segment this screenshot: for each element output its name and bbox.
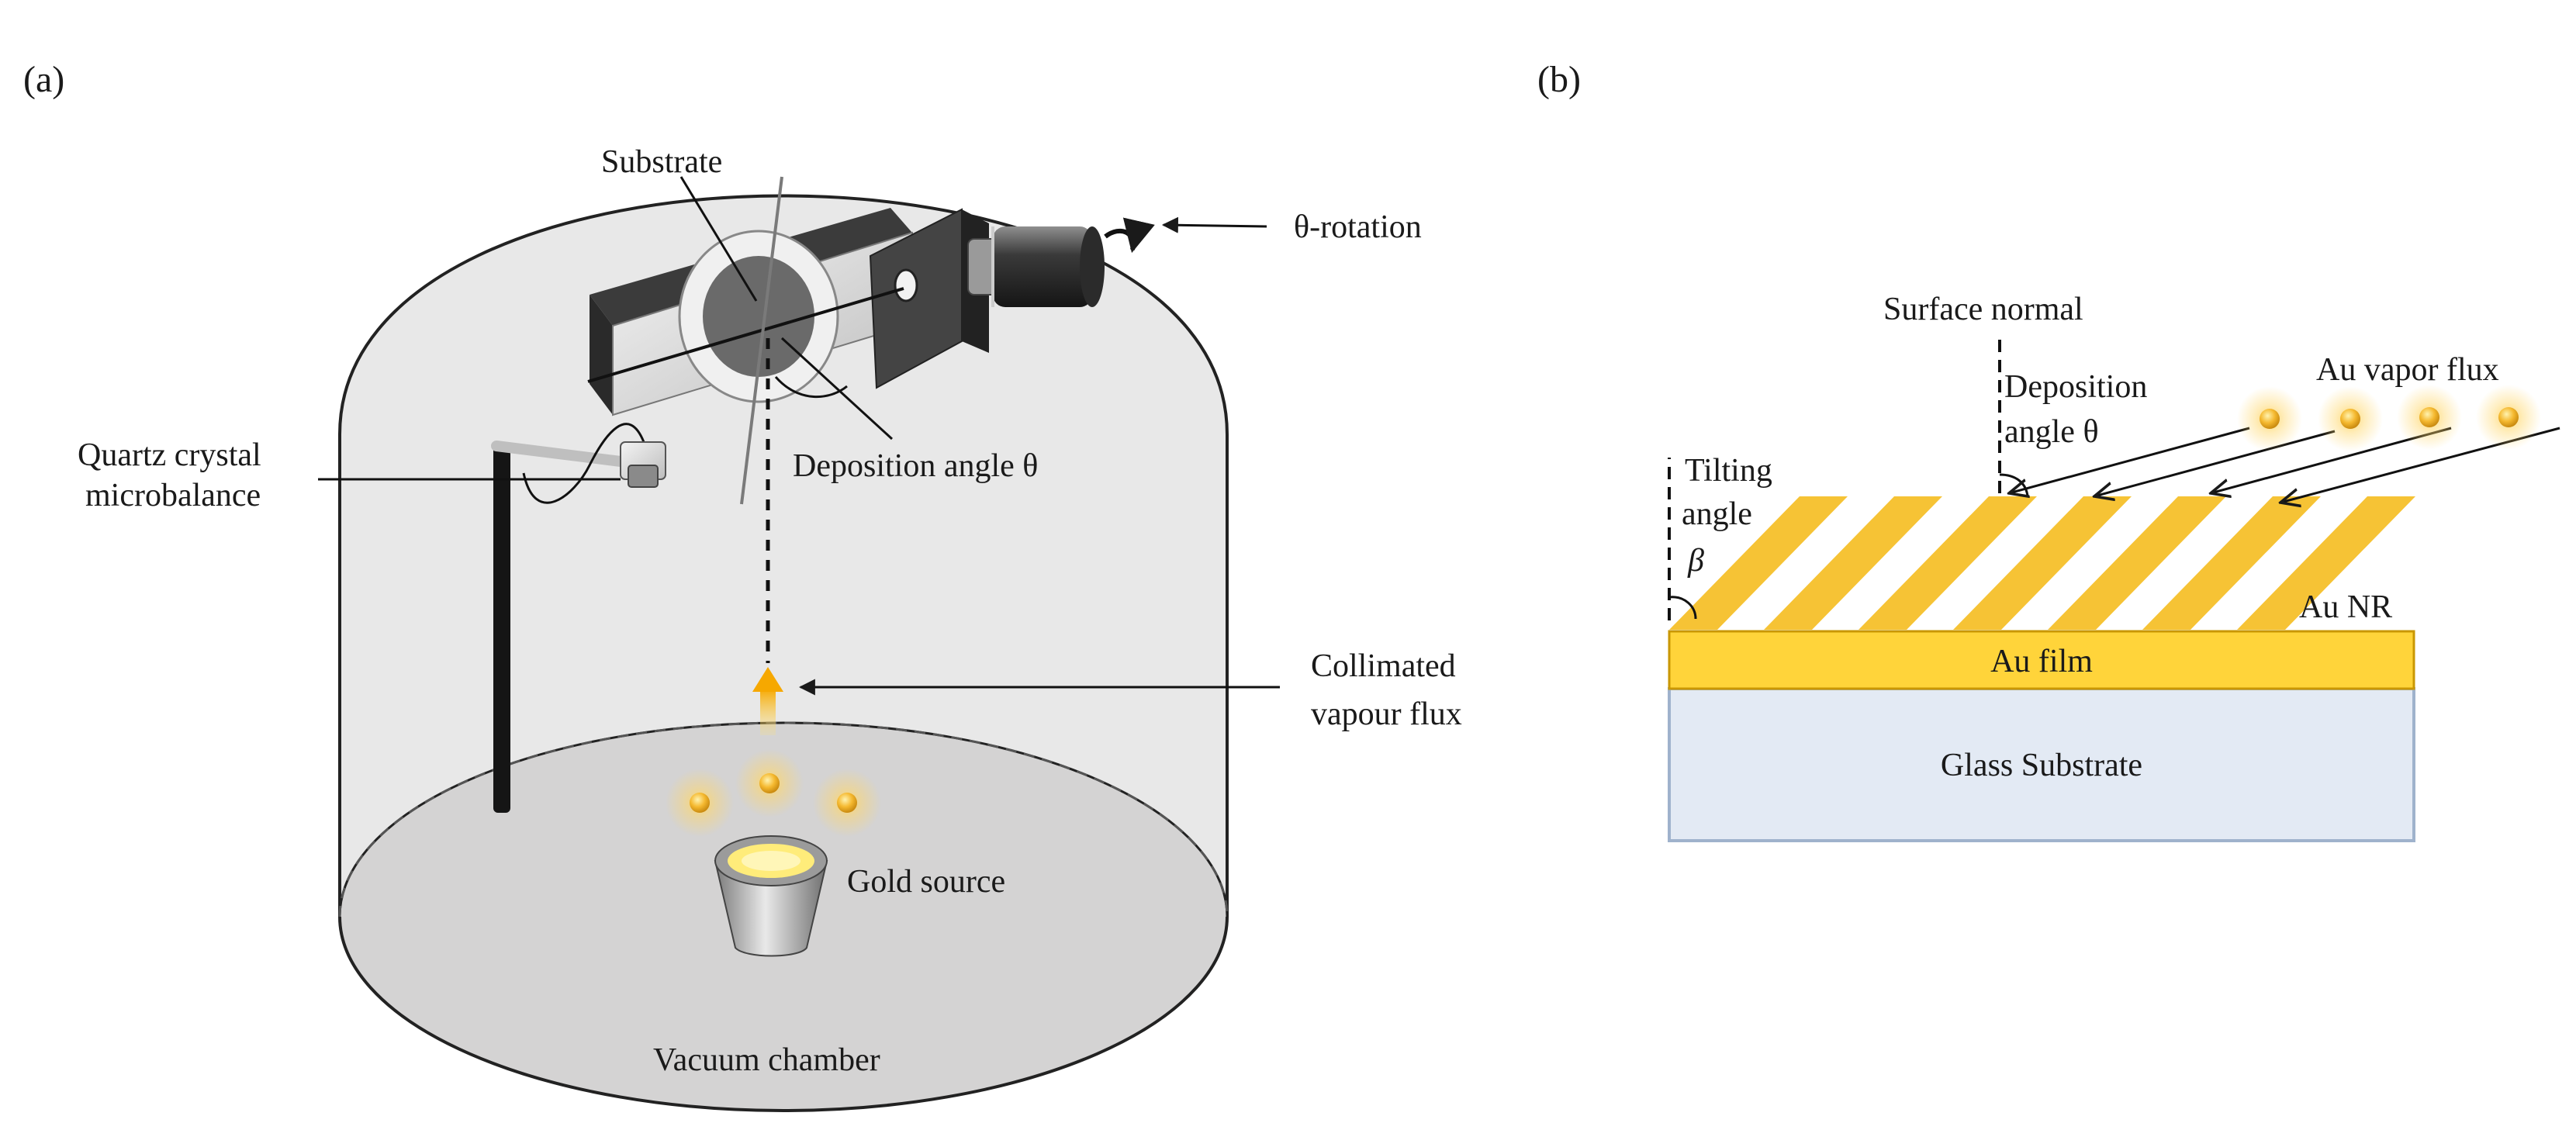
label-surface-normal: Surface normal — [1883, 292, 2083, 327]
qcm-cable — [522, 423, 645, 504]
label-collimated-line1: Collimated — [1311, 648, 1456, 684]
label-tilting-line2: angle — [1682, 496, 1752, 532]
label-beta: β — [1687, 543, 1704, 579]
panel-a: (a) — [23, 59, 1462, 1112]
rotation-motor — [967, 226, 1105, 307]
flux-arrow-1 — [2009, 427, 2250, 493]
label-deposition-b-line1: Deposition — [2004, 369, 2147, 405]
gold-atoms-a — [666, 749, 881, 837]
label-theta-rotation: θ-rotation — [1294, 209, 1422, 245]
panel-a-tag: (a) — [23, 59, 64, 100]
label-glass-substrate: Glass Substrate — [1941, 748, 2142, 783]
tilt-angle-arc — [1668, 596, 1697, 620]
substrate-normal — [740, 176, 783, 505]
label-gold-source: Gold source — [847, 864, 1005, 900]
gold-source-crucible — [714, 835, 828, 957]
chamber-floor-front-edge — [338, 916, 1229, 1112]
substrate-leader — [679, 176, 758, 302]
collimated-flux-arrow — [752, 667, 783, 735]
substrate-disk — [678, 230, 839, 403]
label-au-vapor-flux: Au vapor flux — [2316, 352, 2499, 388]
deposition-angle-leader — [780, 337, 894, 441]
rotation-leader — [1161, 216, 1267, 233]
qcm-pole — [493, 442, 510, 813]
glass-substrate-layer — [1668, 687, 2415, 842]
label-deposition-angle: Deposition angle θ — [793, 448, 1038, 484]
label-collimated-line2: vapour flux — [1311, 696, 1462, 732]
label-tilting-line1: Tilting — [1685, 453, 1772, 489]
au-film-layer — [1668, 630, 2415, 690]
deposition-angle-arc — [774, 376, 848, 399]
vacuum-chamber-dome — [338, 194, 1229, 917]
rotation-axis — [587, 287, 904, 383]
label-au-film: Au film — [1990, 644, 2093, 679]
qcm-arm — [491, 441, 632, 468]
label-substrate: Substrate — [601, 144, 722, 180]
au-nanorods — [1669, 496, 2415, 630]
qcm-sensor — [620, 441, 666, 488]
flux-arrow-2 — [2094, 430, 2336, 496]
label-au-nr: Au NR — [2299, 589, 2392, 625]
gold-atoms-b — [2237, 385, 2541, 451]
rotation-arrow-icon — [1104, 217, 1155, 254]
label-qcm-line2: microbalance — [85, 478, 261, 513]
label-vacuum-chamber: Vacuum chamber — [653, 1042, 880, 1078]
panel-b-tag: (b) — [1537, 59, 1581, 100]
panel-b: (b) — [1537, 59, 2560, 842]
label-deposition-b-line2: angle θ — [2004, 414, 2099, 450]
label-qcm-line1: Quartz crystal — [78, 437, 261, 473]
